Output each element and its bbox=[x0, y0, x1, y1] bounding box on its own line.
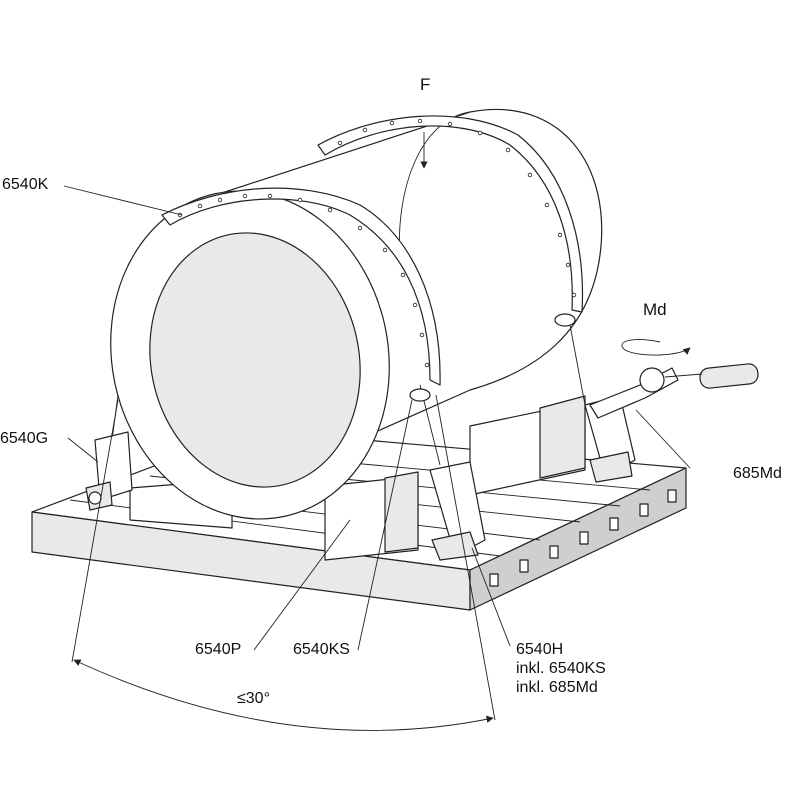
angle-dimension bbox=[71, 394, 496, 731]
support-block-front bbox=[129, 471, 419, 561]
belt-holes-rear bbox=[337, 118, 577, 298]
slot-notches bbox=[489, 489, 677, 587]
assembly-label-line-3: inkl. 685Md bbox=[516, 679, 598, 696]
lashing-belt-label: 6540K bbox=[2, 176, 49, 193]
torque-wrench bbox=[589, 363, 759, 419]
assembly-label-line-2: inkl. 6540KS bbox=[516, 660, 606, 677]
torque-wrench-label: 685Md bbox=[733, 465, 782, 482]
lashing-belt-rear bbox=[317, 115, 584, 313]
force-label: F bbox=[420, 75, 431, 94]
tensioner-label: 6540KS bbox=[293, 641, 350, 658]
support-block-label: 6540P bbox=[195, 641, 242, 658]
angle-label: ≤30° bbox=[237, 690, 270, 707]
assembly-label: 6540H inkl. 6540KS inkl. 685Md bbox=[516, 640, 606, 697]
torque-arrow bbox=[621, 339, 691, 356]
left-clamp bbox=[85, 394, 133, 511]
torque-label: Md bbox=[643, 300, 667, 319]
leader-lines bbox=[63, 185, 691, 651]
base-clamp-label: 6540G bbox=[0, 430, 49, 447]
lashing-belt-front bbox=[161, 187, 441, 386]
belt-holes-front bbox=[177, 193, 430, 368]
front-tensioner bbox=[409, 384, 486, 561]
assembly-label-line-1: 6540H bbox=[516, 641, 564, 658]
rear-tensioner bbox=[554, 313, 636, 483]
